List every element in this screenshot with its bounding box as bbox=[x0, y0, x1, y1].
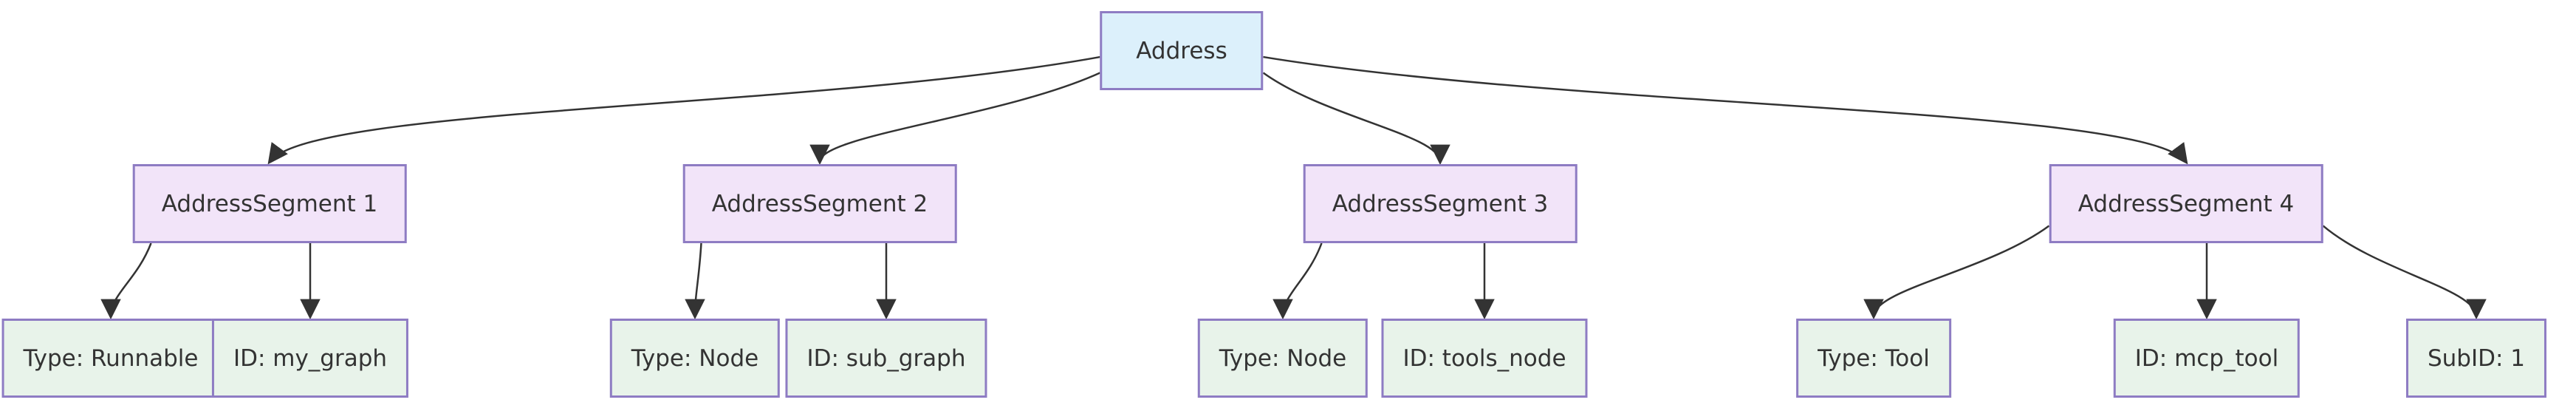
edge-address-to-seg4 bbox=[1263, 55, 2188, 165]
node-seg4-id: ID: mcp_tool bbox=[2113, 319, 2301, 398]
node-address: Address bbox=[1100, 11, 1264, 90]
node-address-segment-3: AddressSegment 3 bbox=[1303, 164, 1578, 243]
node-seg1-id: ID: my_graph bbox=[211, 319, 409, 398]
node-address-segment-4: AddressSegment 4 bbox=[2049, 164, 2323, 243]
edge-address-to-seg2 bbox=[809, 72, 1101, 166]
node-seg1-type: Type: Runnable bbox=[1, 319, 220, 398]
node-seg2-type: Type: Node bbox=[609, 319, 781, 398]
node-seg4-type: Type: Tool bbox=[1796, 319, 1951, 398]
edge-arrows bbox=[100, 55, 2487, 320]
edge-seg4-to-s4type bbox=[1863, 225, 2050, 320]
edge-address-to-seg1 bbox=[267, 55, 1100, 165]
node-seg3-id: ID: tools_node bbox=[1381, 319, 1588, 398]
edge-seg4-to-s4subid bbox=[2322, 225, 2487, 320]
edge-address-to-seg3 bbox=[1262, 72, 1450, 166]
node-seg3-type: Type: Node bbox=[1197, 319, 1368, 398]
edge-seg2-to-s2type bbox=[685, 242, 705, 320]
edge-seg1-to-s1type bbox=[100, 242, 152, 320]
node-address-segment-1: AddressSegment 1 bbox=[132, 164, 407, 243]
node-seg4-subid: SubID: 1 bbox=[2405, 319, 2547, 398]
node-seg2-id: ID: sub_graph bbox=[785, 319, 987, 398]
node-address-segment-2: AddressSegment 2 bbox=[682, 164, 957, 243]
edge-seg3-to-s3type bbox=[1272, 242, 1323, 320]
